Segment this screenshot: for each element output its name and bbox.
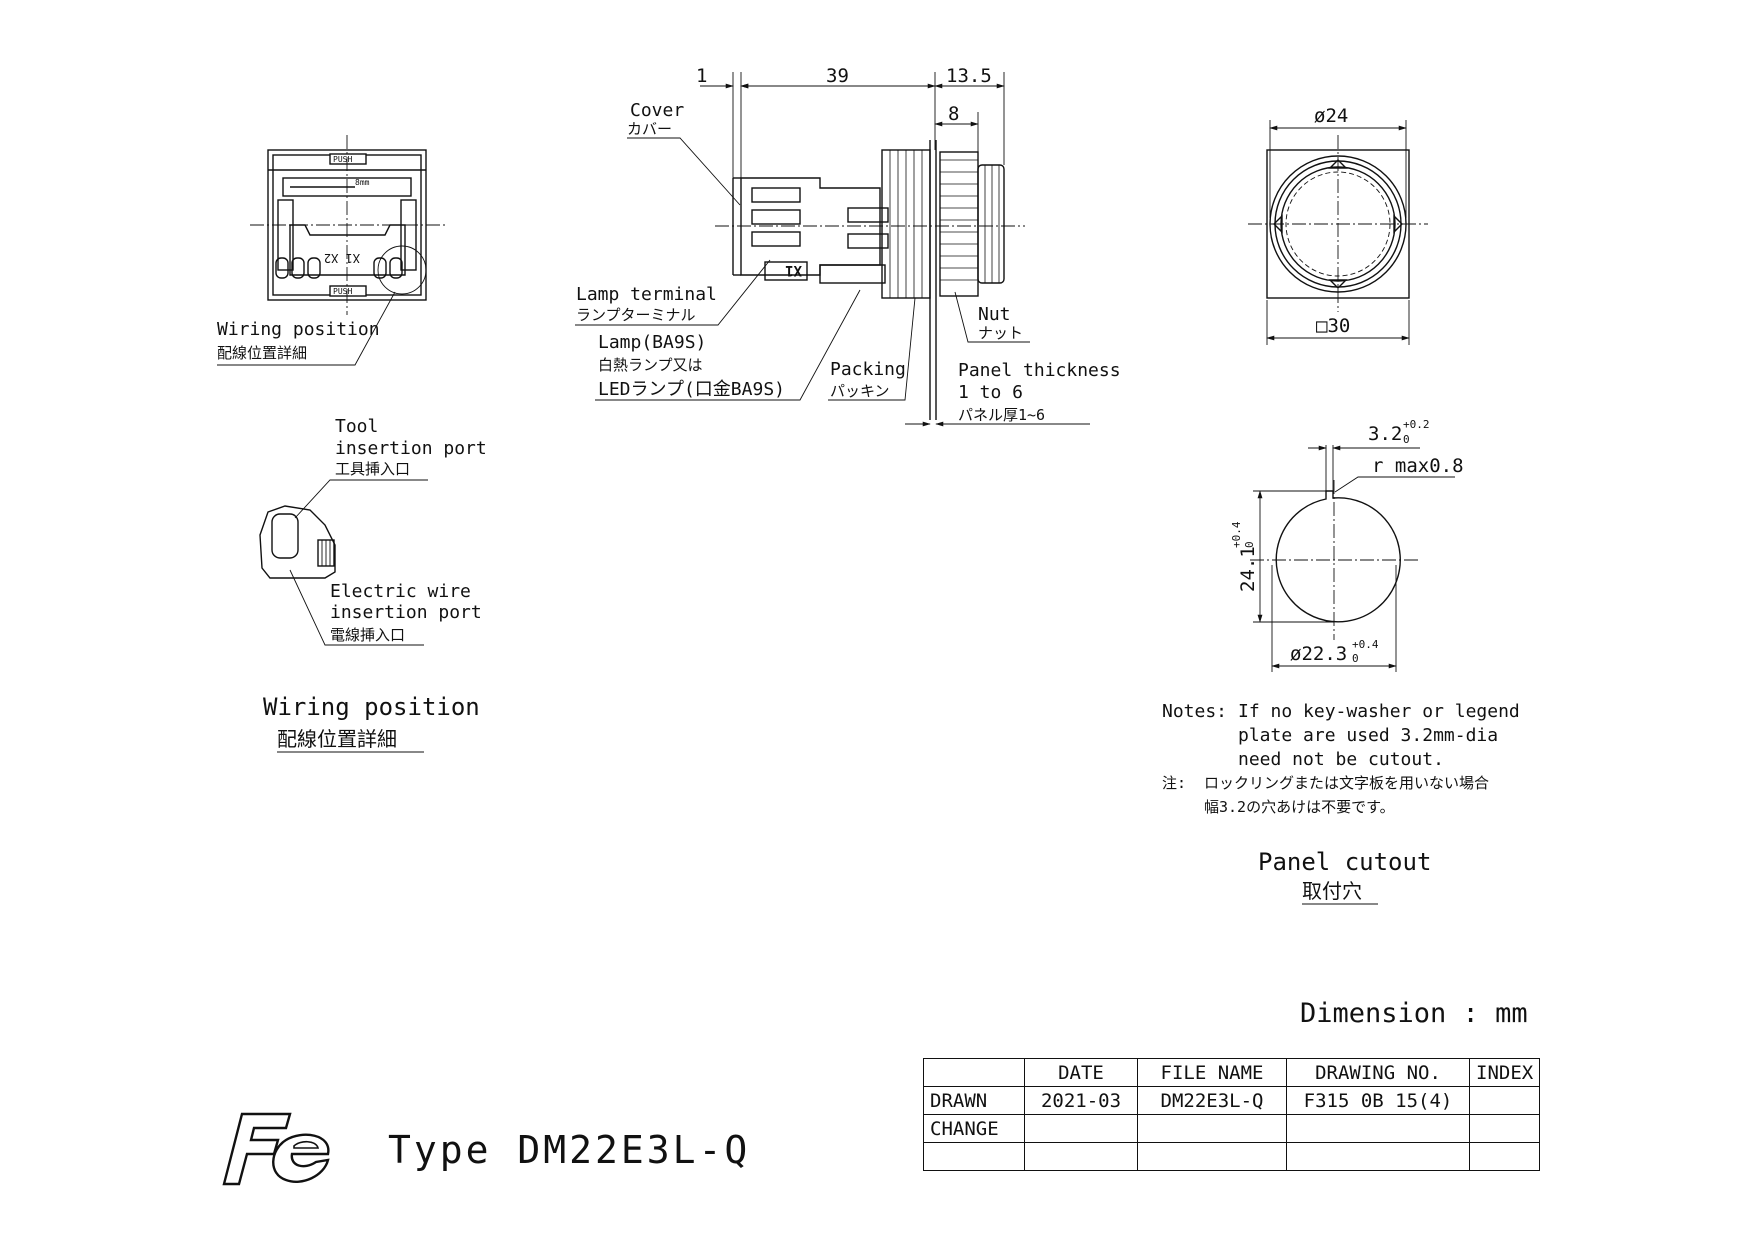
notes-jp-line-1: ロックリングまたは文字板を用いない場合 [1204, 774, 1489, 792]
cell-blank-4 [1468, 1142, 1541, 1171]
cutout-caption-jp: 取付穴 [1302, 879, 1362, 903]
tool-port-label-en-2: insertion port [335, 438, 487, 459]
wiring-caption-jp: 配線位置詳細 [277, 727, 397, 751]
side-view: 1 39 13.5 8 X1 [575, 65, 1121, 427]
rear-view: PUSH 8mm X1 X2 PUSH Wiring position 配線位置… [217, 135, 445, 366]
wiring-detail: Tool insertion port 工具挿入口 Electric wire … [259, 416, 487, 753]
dim-39: 39 [826, 65, 849, 87]
dim-diameter-tol-upper: +0.4 [1352, 638, 1379, 651]
notes-line-1: If no key-washer or legend [1238, 701, 1520, 722]
nut-label-en: Nut [978, 304, 1011, 325]
dim-key-width: 3.2 [1368, 423, 1402, 445]
title-block: DATE FILE NAME DRAWING NO. INDEX DRAWN 2… [923, 1058, 1541, 1171]
cell-blank-0 [923, 1142, 1025, 1171]
cell-drawn-file-name: DM22E3L-Q [1137, 1086, 1287, 1115]
push-top-mark: PUSH [333, 155, 352, 164]
cover-label-jp: カバー [627, 120, 672, 138]
header-cell-file-name: FILE NAME [1137, 1058, 1287, 1087]
notes-jp-line-2: 幅3.2の穴あけは不要です。 [1204, 798, 1395, 816]
notes-label: Notes: [1162, 701, 1227, 722]
cell-change-date [1024, 1114, 1138, 1143]
row-label-drawn: DRAWN [923, 1086, 1025, 1115]
wiring-caption-en: Wiring position [263, 693, 480, 721]
row-label-change: CHANGE [923, 1114, 1025, 1143]
header-cell-drawing-no: DRAWING NO. [1286, 1058, 1470, 1087]
cell-drawn-date: 2021-03 [1024, 1086, 1138, 1115]
dim-diameter: ø22.3 [1290, 643, 1347, 665]
cutout-caption-en: Panel cutout [1258, 848, 1431, 876]
header-cell-date: DATE [1024, 1058, 1138, 1087]
fe-logo [222, 1112, 330, 1186]
cover-label-en: Cover [630, 100, 684, 121]
cell-drawn-drawing-no: F315 0B 15(4) [1286, 1086, 1470, 1115]
panel-thickness-label-jp: パネル厚1~6 [958, 406, 1045, 424]
header-cell-blank [923, 1058, 1025, 1087]
dim-radius: r max0.8 [1372, 455, 1464, 477]
packing-label-en: Packing [830, 359, 906, 380]
lamp-terminal-label-en: Lamp terminal [576, 284, 717, 305]
dim-1: 1 [696, 65, 707, 87]
dim-8: 8 [948, 103, 959, 125]
title-block-row-change: CHANGE [923, 1114, 1541, 1143]
dimension-unit: Dimension : mm [1300, 998, 1528, 1029]
cell-change-file-name [1137, 1114, 1287, 1143]
dim-13-5: 13.5 [946, 65, 992, 87]
notes-jp-label: 注: [1162, 774, 1186, 792]
dim-height-tol-upper: +0.4 [1230, 521, 1243, 548]
header-cell-index: INDEX [1468, 1058, 1541, 1087]
dim-height: 24.1 [1237, 546, 1259, 592]
lamp-label-jp-2: LEDランプ(口金BA9S) [598, 379, 785, 400]
tool-port-label-en-1: Tool [335, 416, 378, 437]
notes-line-3: need not be cutout. [1238, 749, 1444, 770]
lamp-label-en: Lamp(BA9S) [598, 332, 706, 353]
wire-port-label-en-1: Electric wire [330, 581, 471, 602]
panel-thickness-label-en-2: 1 to 6 [958, 382, 1023, 403]
tool-port-label-jp: 工具挿入口 [335, 460, 410, 478]
push-bottom-mark: PUSH [333, 287, 352, 296]
terminal-x1-mark: X1 [785, 262, 802, 278]
cell-drawn-index [1468, 1086, 1541, 1115]
title-block-row-drawn: DRAWN 2021-03 DM22E3L-Q F315 0B 15(4) [923, 1086, 1541, 1115]
wire-port-label-jp: 電線挿入口 [330, 626, 405, 644]
panel-thickness-label-en-1: Panel thickness [958, 360, 1121, 381]
terminal-x1x2-mark: X1 X2 [324, 251, 360, 265]
wire-port-label-en-2: insertion port [330, 602, 482, 623]
title-block-row-blank [923, 1142, 1541, 1171]
dim-key-width-tol-lower: 0 [1403, 433, 1410, 446]
title-block-header-row: DATE FILE NAME DRAWING NO. INDEX [923, 1058, 1541, 1087]
packing-label-jp: パッキン [830, 382, 890, 400]
cell-blank-3 [1286, 1142, 1470, 1171]
notes-line-2: plate are used 3.2mm-dia [1238, 725, 1498, 746]
panel-cutout: 3.2 +0.2 0 r max0.8 24.1 +0.4 0 ø22.3 +0… [1230, 418, 1464, 905]
dim-diameter-tol-lower: 0 [1352, 652, 1359, 665]
strip-length-mark: 8mm [355, 178, 370, 187]
cell-change-index [1468, 1114, 1541, 1143]
rear-detail-label-jp: 配線位置詳細 [217, 344, 307, 362]
dim-height-tol-lower: 0 [1243, 541, 1256, 548]
dim-key-width-tol-upper: +0.2 [1403, 418, 1430, 431]
dim-sq-30: □30 [1316, 315, 1350, 337]
lamp-terminal-label-jp: ランプターミナル [576, 306, 696, 324]
cell-blank-2 [1137, 1142, 1287, 1171]
dim-dia-24: ø24 [1314, 105, 1348, 127]
nut-label-jp: ナット [978, 324, 1023, 342]
cell-blank-1 [1024, 1142, 1138, 1171]
notes: Notes: If no key-washer or legend plate … [1162, 701, 1520, 816]
lamp-label-jp-1: 白熱ランプ又は [598, 356, 703, 374]
front-view: ø24 □30 [1248, 105, 1428, 345]
rear-detail-label-en: Wiring position [217, 319, 380, 340]
type-title: Type DM22E3L-Q [388, 1128, 751, 1172]
cell-change-drawing-no [1286, 1114, 1470, 1143]
